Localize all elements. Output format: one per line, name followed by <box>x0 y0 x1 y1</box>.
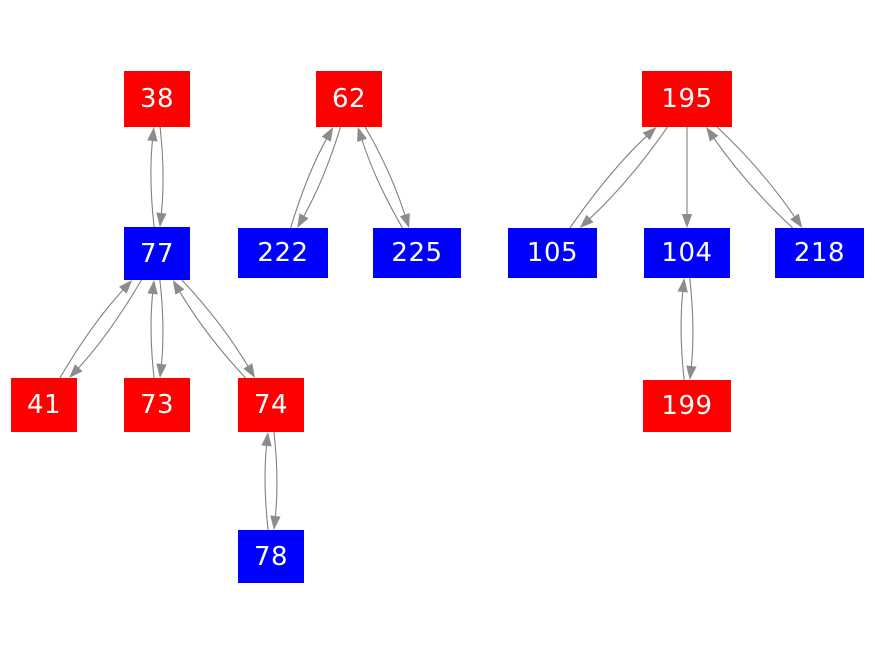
graph-arrowhead-105-to-195 <box>642 127 657 141</box>
graph-node-222[interactable]: 222 <box>238 228 328 278</box>
graph-edge-78-to-74 <box>264 442 269 531</box>
graph-arrowhead-218-to-195 <box>706 127 719 142</box>
graph-node-74[interactable]: 74 <box>238 378 304 432</box>
graph-node-label: 225 <box>391 238 443 268</box>
graph-arrowhead-225-to-62 <box>357 127 368 142</box>
graph-node-199[interactable]: 199 <box>643 380 731 432</box>
graph-node-195[interactable]: 195 <box>642 71 732 127</box>
graph-edge-77-to-38 <box>150 137 155 228</box>
graph-node-62[interactable]: 62 <box>316 71 382 127</box>
graph-edge-195-to-218 <box>716 126 797 220</box>
graph-arrowhead-195-to-105 <box>579 214 594 228</box>
graph-node-label: 78 <box>253 541 289 572</box>
graph-edge-77-to-41 <box>76 279 142 371</box>
graph-arrowhead-41-to-77 <box>118 280 133 294</box>
graph-edge-225-to-62 <box>360 137 403 229</box>
graph-node-label: 104 <box>661 238 713 268</box>
graph-arrowhead-222-to-62 <box>321 127 334 142</box>
graph-node-label: 41 <box>26 390 62 420</box>
graph-edge-77-to-73 <box>159 279 164 368</box>
graph-node-label: 62 <box>331 84 367 114</box>
graph-node-78[interactable]: 78 <box>238 530 304 583</box>
graph-arrowhead-195-to-104 <box>681 214 693 228</box>
graph-edge-195-to-105 <box>587 126 668 221</box>
graph-arrowhead-77-to-73 <box>156 363 167 378</box>
graph-node-label: 73 <box>139 390 175 420</box>
graph-node-label: 77 <box>139 238 175 269</box>
graph-node-73[interactable]: 73 <box>124 378 190 432</box>
graph-edge-222-to-62 <box>290 136 329 229</box>
graph-edge-199-to-104 <box>680 288 685 381</box>
graph-arrowhead-62-to-225 <box>399 213 410 228</box>
graph-arrowhead-62-to-222 <box>297 213 309 228</box>
graph-arrowhead-74-to-77 <box>172 280 185 295</box>
graph-arrowhead-199-to-104 <box>677 278 688 293</box>
graph-arrowhead-104-to-199 <box>686 365 697 380</box>
graph-arrowhead-74-to-78 <box>270 515 281 530</box>
graph-node-label: 74 <box>253 390 289 420</box>
graph-node-77[interactable]: 77 <box>124 227 190 280</box>
graph-node-label: 222 <box>257 238 309 268</box>
graph-node-label: 38 <box>139 84 175 114</box>
graph-arrowhead-73-to-77 <box>147 280 158 295</box>
graph-node-105[interactable]: 105 <box>508 228 597 278</box>
graph-edge-41-to-77 <box>59 287 126 379</box>
graph-arrowhead-38-to-77 <box>156 212 167 227</box>
graph-edge-38-to-77 <box>159 126 164 217</box>
graph-edge-62-to-222 <box>302 126 342 219</box>
graph-node-38[interactable]: 38 <box>124 71 190 127</box>
graph-edge-104-to-199 <box>689 277 694 370</box>
graph-edge-218-to-195 <box>711 135 794 229</box>
graph-node-label: 195 <box>661 84 713 114</box>
graph-arrowhead-195-to-218 <box>790 213 803 228</box>
graph-node-41[interactable]: 41 <box>11 378 77 432</box>
graph-node-218[interactable]: 218 <box>775 228 864 278</box>
graph-node-label: 218 <box>793 238 846 268</box>
graph-node-104[interactable]: 104 <box>644 228 730 278</box>
graph-arrowhead-77-to-41 <box>69 364 83 378</box>
graph-edge-74-to-77 <box>177 289 247 379</box>
graph-node-label: 105 <box>526 238 579 268</box>
graph-node-label: 199 <box>661 391 713 421</box>
graph-edge-62-to-225 <box>364 126 407 218</box>
graph-arrowhead-78-to-74 <box>261 432 272 447</box>
graph-edge-73-to-77 <box>150 290 155 379</box>
graph-arrowhead-77-to-38 <box>147 127 158 142</box>
graph-edge-105-to-195 <box>569 134 649 229</box>
graph-arrowhead-77-to-74 <box>243 363 255 378</box>
graph-edge-77-to-74 <box>181 279 250 369</box>
graph-edge-74-to-78 <box>273 431 278 520</box>
graph-node-225[interactable]: 225 <box>373 228 461 278</box>
